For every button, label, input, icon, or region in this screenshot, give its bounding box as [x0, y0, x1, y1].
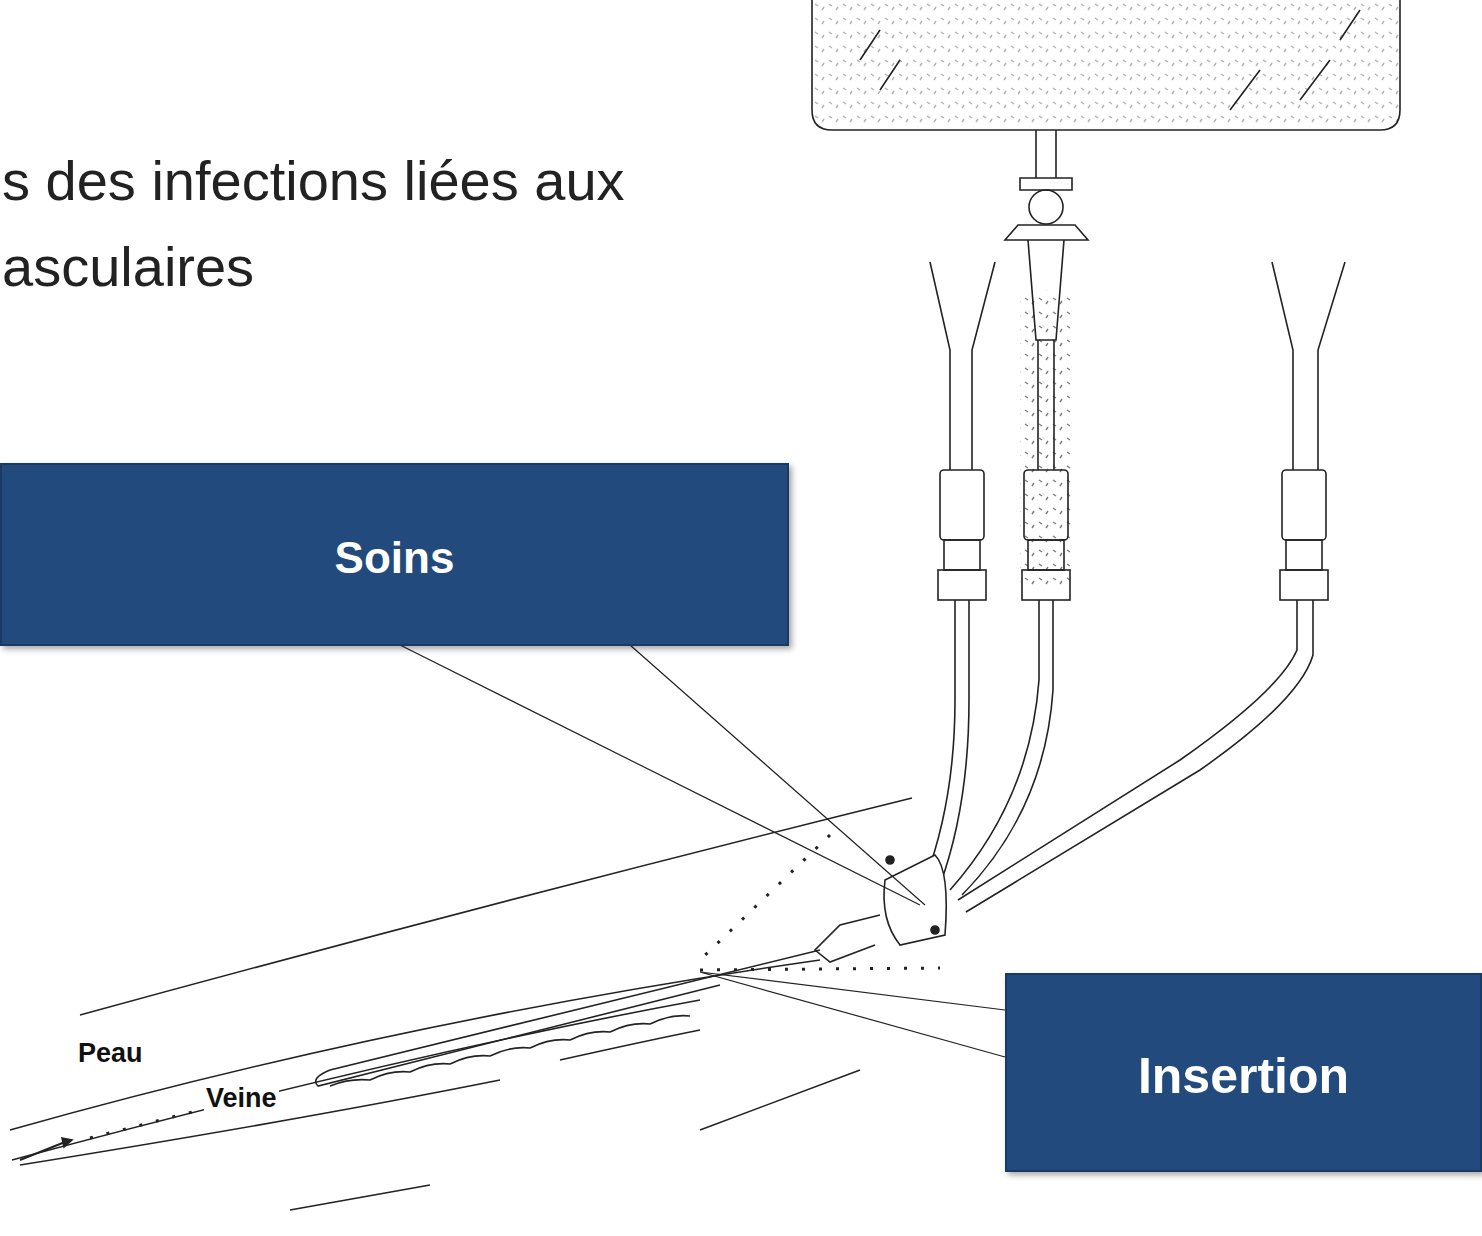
callout-box: Soins — [0, 463, 789, 646]
slide-title: s des infections liées aux asculaires — [2, 138, 722, 310]
box-label: Insertion — [1138, 1047, 1349, 1170]
tissue-label: Veine — [204, 1083, 279, 1114]
callout-box: Insertion — [1005, 973, 1482, 1172]
box-label: Soins — [335, 533, 455, 644]
tissue-label: Peau — [76, 1038, 145, 1069]
